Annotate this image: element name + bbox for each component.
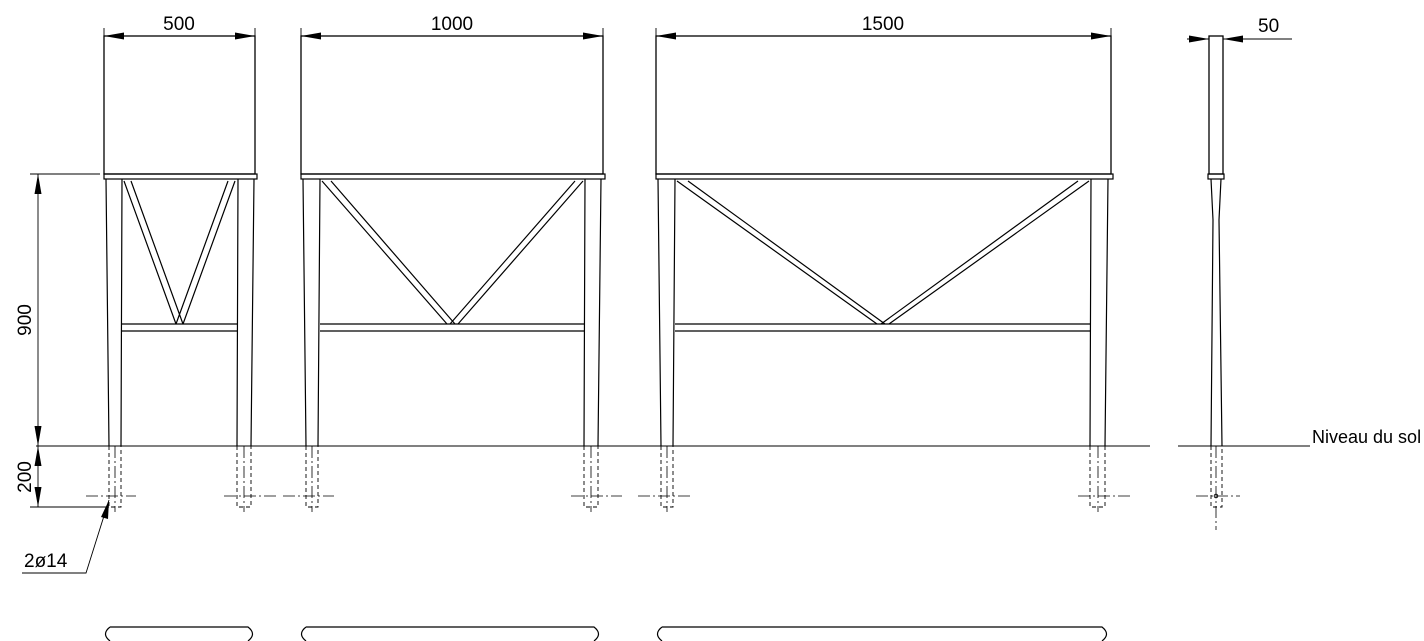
- embedded-legs-1500: [660, 446, 1106, 508]
- dim-arrow-top-200: [34, 446, 42, 466]
- dimension-1000: [300, 28, 604, 40]
- dim-label-200: 200: [15, 461, 36, 493]
- ground-level-label: Niveau du sol fini: [1312, 427, 1424, 447]
- dim-arrow-right-1500: [1091, 32, 1111, 40]
- frame-1000: [283, 35, 622, 512]
- dim-line-1000: [300, 28, 604, 37]
- dim-arrow-bottom-200: [34, 487, 42, 507]
- leg-centerlines-1000: [311, 446, 592, 512]
- leg-centerlines-500: [114, 446, 245, 512]
- frame-500: [86, 35, 276, 512]
- dim-arrow-left-50: [1189, 35, 1209, 43]
- diagonals-1000: [321, 180, 584, 325]
- leg-side: [1210, 178, 1223, 447]
- panel-base-1000: [300, 173, 606, 180]
- dim-label-1500: 1500: [862, 14, 904, 35]
- crossbar-500: [122, 323, 238, 332]
- dimension-200: [30, 446, 109, 508]
- dim-line-1500: [655, 28, 1112, 37]
- dim-arrow-top-900: [34, 174, 42, 194]
- dim-arrow-left-500: [104, 32, 124, 40]
- dim-arrow-left-1000: [301, 32, 321, 40]
- embedded-legs-1000: [305, 446, 599, 508]
- legs-500: [105, 178, 255, 447]
- panel-side: [1208, 35, 1224, 175]
- embedded-leg-side: [1210, 446, 1223, 508]
- dim-arrow-right-500: [235, 32, 255, 40]
- dim-arrow-left-1500: [656, 32, 676, 40]
- crossbar-1000: [320, 323, 585, 332]
- frame-1500: [638, 35, 1132, 512]
- dim-label-900: 900: [15, 304, 36, 336]
- dimension-1500: [655, 28, 1112, 40]
- diagonals-1500: [676, 180, 1090, 325]
- dimension-50: [1187, 35, 1292, 43]
- panel-1500: [655, 35, 1112, 175]
- dim-label-1000: 1000: [431, 14, 473, 35]
- anchor-hole-side: [1213, 493, 1219, 499]
- base-plate-1500: [656, 626, 1108, 641]
- panel-base-side: [1207, 173, 1225, 180]
- dimension-900: [30, 173, 100, 446]
- dim-line-200: [30, 446, 109, 508]
- legs-1000: [302, 178, 602, 447]
- panel-base-1500: [655, 173, 1114, 180]
- anchor-leader: [22, 499, 110, 574]
- dim-line-500: [103, 28, 256, 37]
- leg-centerlines-1500: [666, 446, 1099, 512]
- dim-label-50: 50: [1258, 16, 1279, 37]
- base-plates: [104, 626, 1108, 641]
- panel-base-500: [103, 173, 258, 180]
- base-plate-500: [104, 626, 254, 641]
- dim-label-500: 500: [163, 14, 195, 35]
- panel-500: [103, 35, 256, 175]
- dimension-500: [103, 28, 256, 40]
- anchor-leader-arrow: [101, 500, 109, 519]
- side-view: [1196, 35, 1240, 530]
- crossbar-1500: [675, 323, 1091, 332]
- dim-arrow-right-50: [1223, 35, 1243, 43]
- anchor-label: 2ø14: [24, 551, 68, 572]
- embedded-legs-500: [108, 446, 252, 508]
- panel-1000: [300, 35, 604, 175]
- legs-1500: [657, 178, 1109, 447]
- dim-line-900: [30, 173, 100, 446]
- anchor-leader-line: [22, 499, 110, 574]
- dim-arrow-right-1000: [583, 32, 603, 40]
- base-plate-1000: [300, 626, 600, 641]
- dim-arrow-bottom-900: [34, 426, 42, 446]
- diagonals-500: [123, 180, 236, 325]
